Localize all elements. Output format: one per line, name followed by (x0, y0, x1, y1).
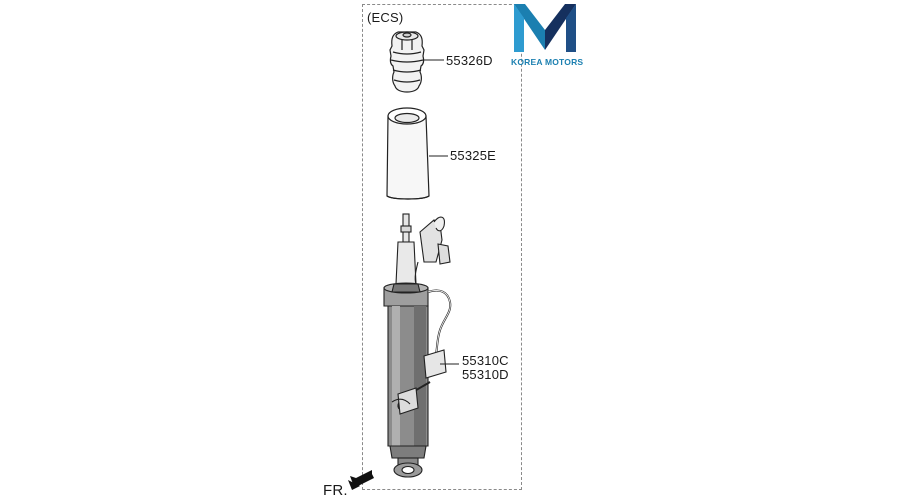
part-number-label: 55326D (446, 53, 493, 68)
part-number-label: 55310C (462, 353, 509, 368)
bump-stopper (389, 31, 425, 93)
front-direction-arrow-icon (348, 470, 374, 490)
dust-cover (386, 107, 430, 200)
part-number-label: 55310D (462, 367, 509, 382)
korea-motors-logo (514, 4, 576, 52)
front-direction-label: FR. (323, 482, 348, 499)
group-label: (ECS) (367, 10, 404, 25)
logo-wordmark: KOREA MOTORS (511, 57, 584, 67)
shock-absorber (383, 213, 452, 478)
part-number-label: 55325E (450, 148, 497, 163)
ecs-group-frame (362, 4, 522, 490)
